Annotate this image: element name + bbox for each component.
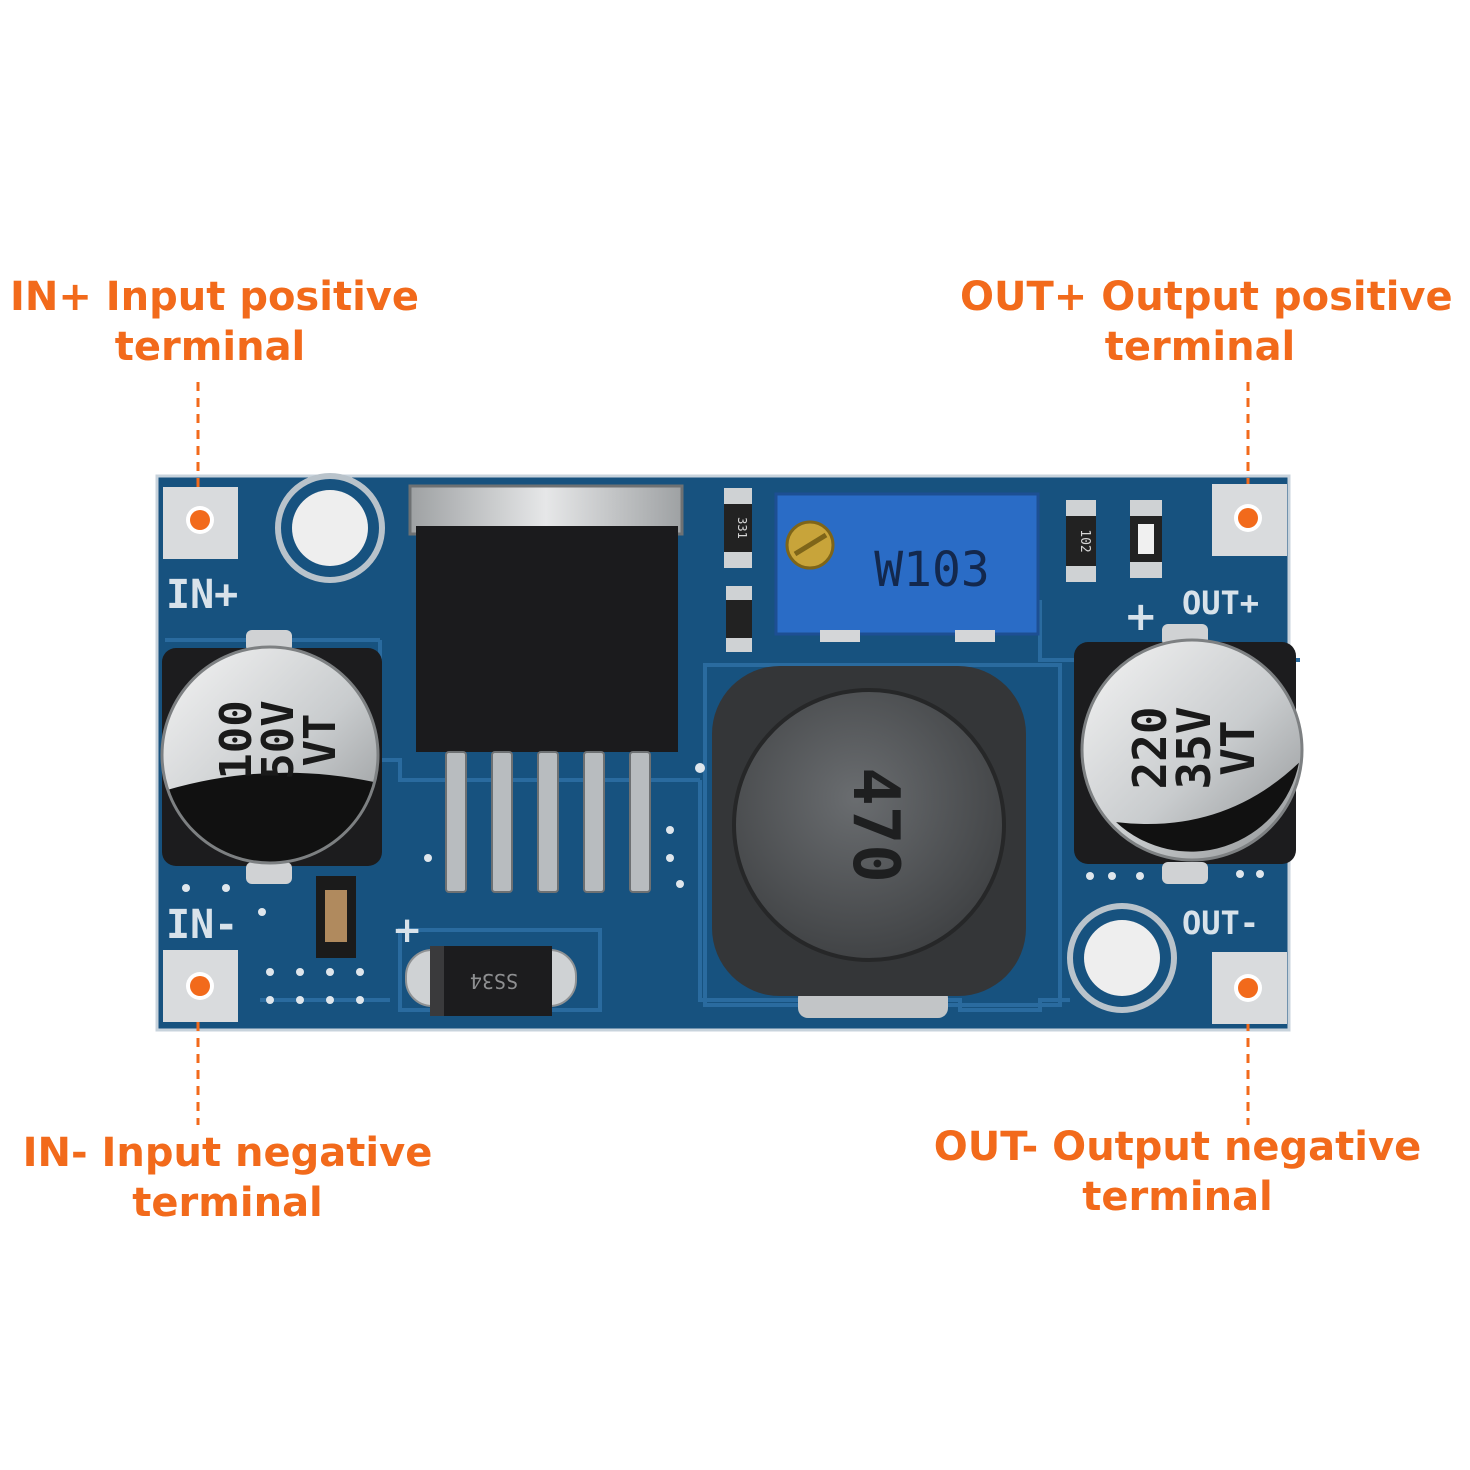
callout-out-minus-line1: OUT- Output negative <box>933 1124 1422 1170</box>
mounting-hole-bottom-right <box>1067 903 1177 1013</box>
terminal-pad-out-plus <box>1212 484 1287 556</box>
schottky-diode: SS34 <box>405 946 577 1016</box>
inductor: 470 <box>712 666 1026 1018</box>
callout-in-minus-line2: terminal <box>132 1180 323 1226</box>
silk-plus-diode: + <box>392 910 422 951</box>
smd-led <box>1130 500 1162 578</box>
inductor-label: 470 <box>838 767 912 883</box>
callout-in-minus: IN- Input negative terminal <box>15 1128 440 1228</box>
terminal-dot-out-plus <box>1238 508 1258 528</box>
vias <box>182 763 1264 1004</box>
callout-out-minus-line2: terminal <box>1082 1174 1273 1220</box>
silk-out-plus: OUT+ <box>1182 584 1259 622</box>
output-cap-value: 220 <box>1123 706 1177 789</box>
callout-in-plus: IN+ Input positive terminal <box>10 272 419 372</box>
pot-label: W103 <box>874 542 990 598</box>
potentiometer: W103 <box>774 492 1040 642</box>
mounting-hole-top-left <box>275 473 385 583</box>
resistor-top-left-label: 331 <box>735 517 749 539</box>
callout-out-plus: OUT+ Output positive terminal <box>960 272 1453 372</box>
silk-in-plus: IN+ <box>166 572 238 618</box>
smd-resistor-top-left: 331 <box>724 488 752 568</box>
input-cap-series: VT <box>295 714 346 767</box>
terminal-pad-in-plus <box>163 487 238 559</box>
regulator-ic <box>408 484 684 893</box>
output-cap-voltage: 35V <box>1167 706 1221 789</box>
silk-out-minus: OUT- <box>1182 904 1259 942</box>
callout-in-plus-line1: IN+ Input positive <box>10 274 419 320</box>
terminal-dot-in-plus <box>190 510 210 530</box>
smd-capacitor-bottom-left <box>316 876 356 958</box>
input-cap-value: 100 <box>211 700 262 779</box>
callout-out-plus-line2: terminal <box>1104 324 1296 370</box>
callout-in-minus-line1: IN- Input negative <box>22 1130 433 1176</box>
diode-label: SS34 <box>470 969 518 993</box>
smd-resistor-mid-left <box>726 586 752 652</box>
output-cap-series: VT <box>1211 720 1265 775</box>
terminal-dot-out-minus <box>1238 978 1258 998</box>
terminal-pad-out-minus <box>1212 952 1287 1024</box>
smd-resistor-top-right: 102 <box>1066 500 1096 582</box>
input-capacitor: 100 50V VT <box>160 630 382 884</box>
terminal-pad-in-minus <box>163 950 238 1022</box>
output-capacitor: 220 35V VT <box>1074 624 1304 884</box>
callout-out-minus: OUT- Output negative terminal <box>925 1122 1430 1222</box>
silk-in-minus: IN- <box>166 902 238 948</box>
callout-in-plus-line2: terminal <box>114 324 306 370</box>
input-cap-voltage: 50V <box>253 700 304 779</box>
callout-out-plus-line1: OUT+ Output positive <box>960 274 1453 320</box>
terminal-dot-in-minus <box>190 976 210 996</box>
resistor-top-right-label: 102 <box>1077 529 1092 552</box>
silk-plus-output: + <box>1124 594 1158 640</box>
